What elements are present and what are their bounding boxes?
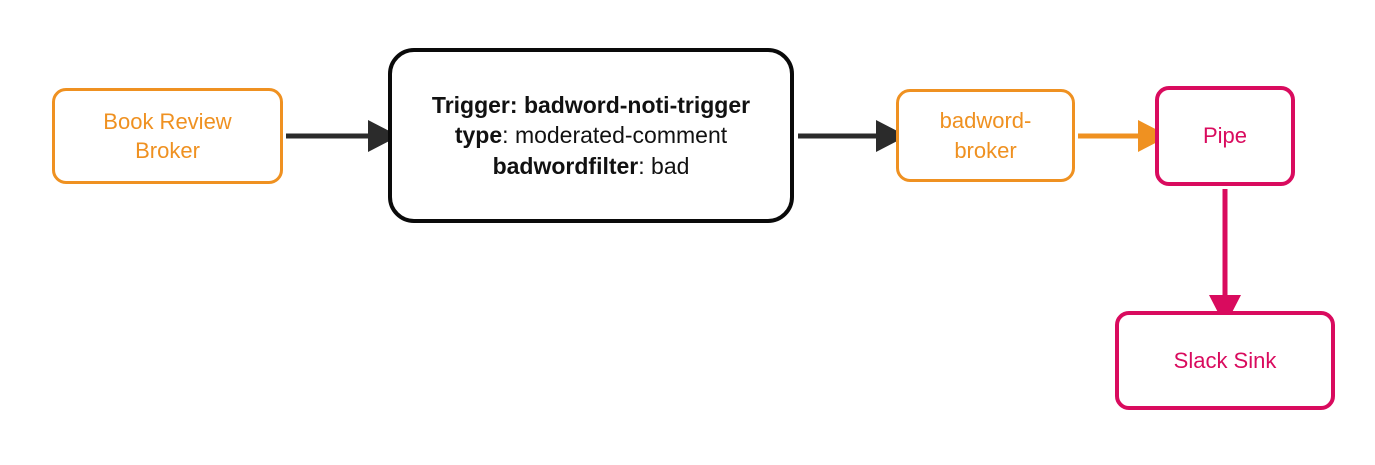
node-slack-sink-label: Slack Sink bbox=[1173, 347, 1277, 373]
trigger-line-name: Trigger: badword-noti-trigger bbox=[431, 91, 751, 118]
node-book-review-broker-label: Book Review Broker bbox=[103, 108, 232, 163]
node-trigger[interactable]: Trigger: badword-noti-trigger type: mode… bbox=[388, 48, 794, 223]
node-badword-broker[interactable]: badword- broker bbox=[896, 89, 1075, 182]
node-pipe-label: Pipe bbox=[1202, 123, 1248, 149]
node-badword-broker-label: badword- broker bbox=[939, 108, 1032, 163]
node-trigger-label: Trigger: badword-noti-trigger type: mode… bbox=[392, 90, 790, 181]
node-book-review-broker[interactable]: Book Review Broker bbox=[52, 88, 283, 184]
trigger-line-type: type: moderated-comment bbox=[454, 122, 728, 149]
trigger-line-badwordfilter: badwordfilter: bad bbox=[492, 152, 690, 179]
node-pipe[interactable]: Pipe bbox=[1155, 86, 1295, 186]
node-slack-sink[interactable]: Slack Sink bbox=[1115, 311, 1335, 410]
